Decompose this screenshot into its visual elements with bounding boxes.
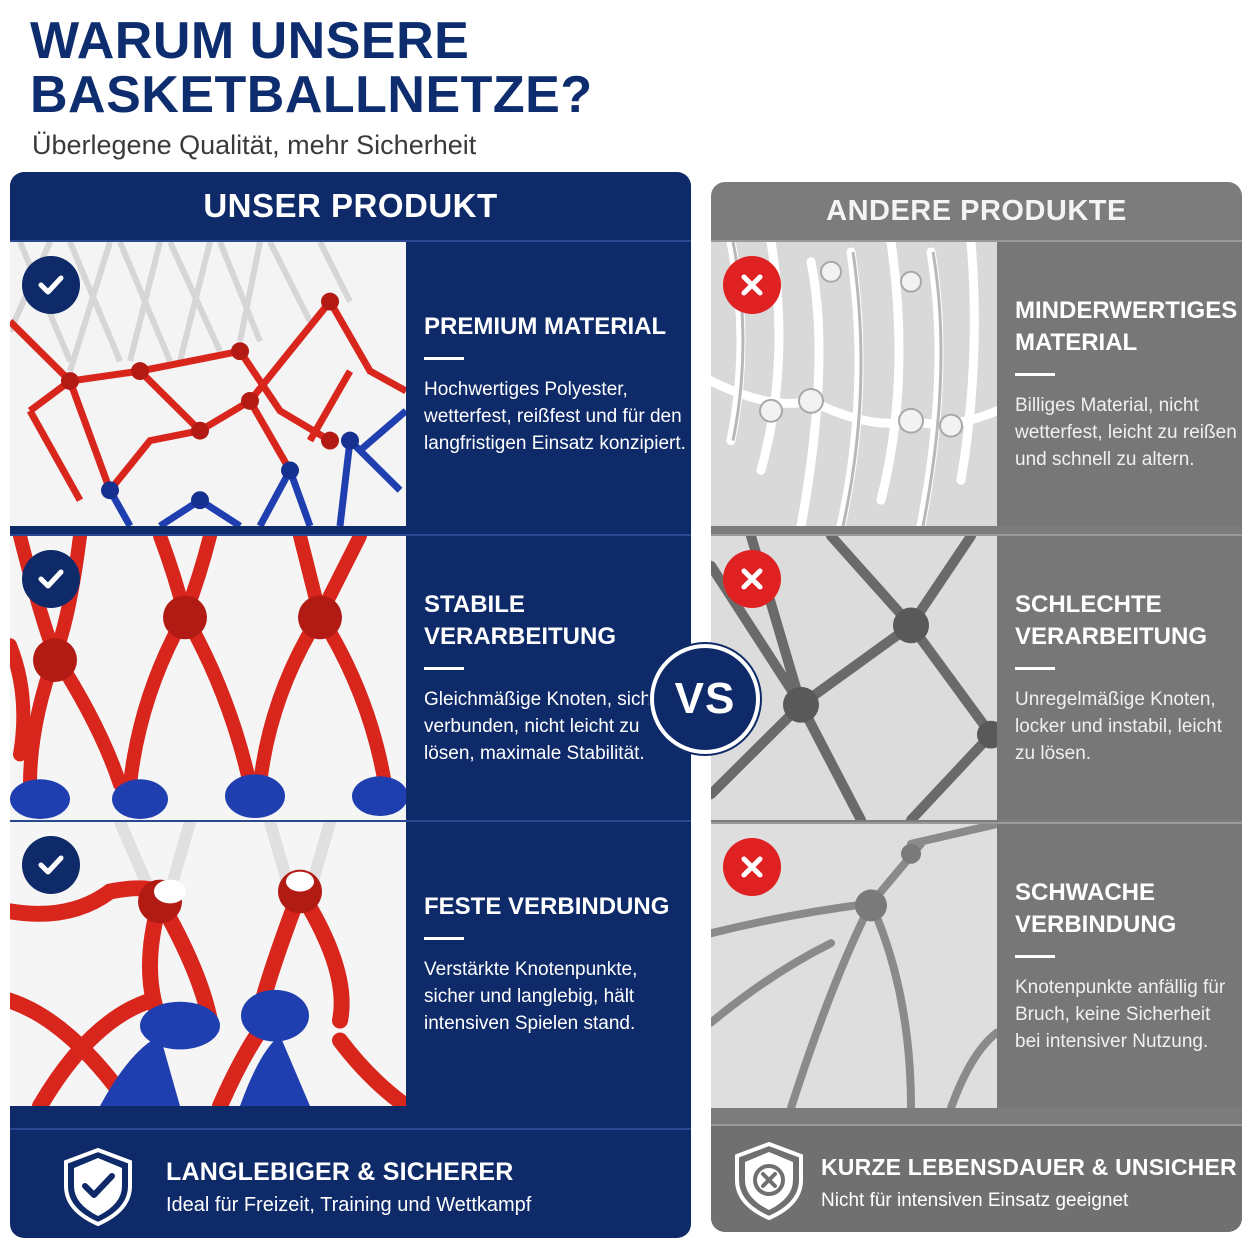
feature-description: Knotenpunkte anfällig für Bruch, keine S… bbox=[1015, 977, 1226, 1052]
text-background bbox=[997, 242, 1242, 526]
shield-cross-icon bbox=[735, 1141, 803, 1220]
net-photo-firm-connection bbox=[10, 822, 406, 1106]
feature-description: Billiges Material, nicht wetterfest, lei… bbox=[1015, 395, 1237, 470]
our-row-text: FESTE VERBINDUNG Verstärkte Knotenpunkte… bbox=[424, 822, 686, 1106]
our-row-material: PREMIUM MATERIAL Hochwertiges Polyester,… bbox=[10, 240, 691, 526]
footer-title: KURZE LEBENSDAUER & UNSICHER bbox=[821, 1154, 1237, 1180]
our-row-text: STABILE VERARBEITUNG Gleichmäßige Knoten… bbox=[424, 536, 686, 820]
feature-description: Verstärkte Knotenpunkte, sicher und lang… bbox=[424, 959, 638, 1034]
footer-title: LANGLEBIGER & SICHERER bbox=[166, 1158, 514, 1186]
our-row-text: PREMIUM MATERIAL Hochwertiges Polyester,… bbox=[424, 242, 686, 526]
title-divider bbox=[424, 667, 464, 670]
our-row-workmanship: STABILE VERARBEITUNG Gleichmäßige Knoten… bbox=[10, 534, 691, 820]
other-row-text: SCHWACHE VERBINDUNG Knotenpunkte anfälli… bbox=[1015, 824, 1237, 1108]
title-divider bbox=[1015, 667, 1055, 670]
other-products-heading: ANDERE PRODUKTE bbox=[826, 194, 1127, 227]
other-row-connection: SCHWACHE VERBINDUNG Knotenpunkte anfälli… bbox=[711, 822, 1242, 1108]
text-background bbox=[997, 536, 1242, 820]
other-footer: KURZE LEBENSDAUER & UNSICHER Nicht für i… bbox=[711, 1124, 1242, 1232]
our-footer: LANGLEBIGER & SICHERER Ideal für Freizei… bbox=[10, 1128, 691, 1238]
check-icon bbox=[22, 550, 80, 608]
feature-title: FESTE VERBINDUNG bbox=[424, 893, 670, 920]
our-product-panel: UNSER PRODUKT bbox=[10, 172, 691, 1238]
feature-title: MINDERWERTIGES MATERIAL bbox=[1015, 297, 1238, 356]
cross-icon bbox=[723, 256, 781, 314]
cross-icon bbox=[723, 550, 781, 608]
other-products-panel: ANDERE PRODUKTE MINDERWERTIGES MATERIAL … bbox=[711, 182, 1242, 1232]
title-divider bbox=[424, 937, 464, 940]
title-divider bbox=[424, 357, 464, 360]
feature-title: STABILE VERARBEITUNG bbox=[424, 591, 617, 650]
other-row-workmanship: SCHLECHTE VERARBEITUNG Unregelmäßige Kno… bbox=[711, 534, 1242, 820]
our-product-heading: UNSER PRODUKT bbox=[203, 187, 498, 224]
title-divider bbox=[1015, 955, 1055, 958]
feature-title: PREMIUM MATERIAL bbox=[424, 313, 667, 340]
feature-description: Unregelmäßige Knoten, locker und instabi… bbox=[1015, 689, 1222, 764]
vs-badge: VS bbox=[650, 644, 760, 754]
shield-check-icon bbox=[64, 1147, 132, 1226]
feature-title: SCHLECHTE VERARBEITUNG bbox=[1015, 591, 1208, 650]
title-divider bbox=[1015, 373, 1055, 376]
feature-description: Gleichmäßige Knoten, sicher verbunden, n… bbox=[424, 689, 668, 764]
page-subtitle: Überlegene Qualität, mehr Sicherheit bbox=[32, 130, 477, 160]
other-row-material: MINDERWERTIGES MATERIAL Billiges Materia… bbox=[711, 240, 1242, 526]
page-title: WARUM UNSERE BASKETBALLNETZE? bbox=[30, 12, 593, 124]
feature-title: SCHWACHE VERBINDUNG bbox=[1015, 879, 1177, 938]
feature-description: Hochwertiges Polyester, wetterfest, reiß… bbox=[424, 379, 686, 454]
our-row-connection: FESTE VERBINDUNG Verstärkte Knotenpunkte… bbox=[10, 820, 691, 1106]
other-row-text: MINDERWERTIGES MATERIAL Billiges Materia… bbox=[1015, 242, 1237, 526]
other-row-text: SCHLECHTE VERARBEITUNG Unregelmäßige Kno… bbox=[1015, 536, 1237, 820]
check-icon bbox=[22, 256, 80, 314]
footer-description: Nicht für intensiven Einsatz geeignet bbox=[821, 1190, 1129, 1211]
cross-icon bbox=[723, 838, 781, 896]
net-photo-inferior-material bbox=[711, 242, 997, 526]
text-background bbox=[997, 824, 1242, 1108]
check-icon bbox=[22, 836, 80, 894]
footer-description: Ideal für Freizeit, Training und Wettkam… bbox=[166, 1194, 532, 1216]
